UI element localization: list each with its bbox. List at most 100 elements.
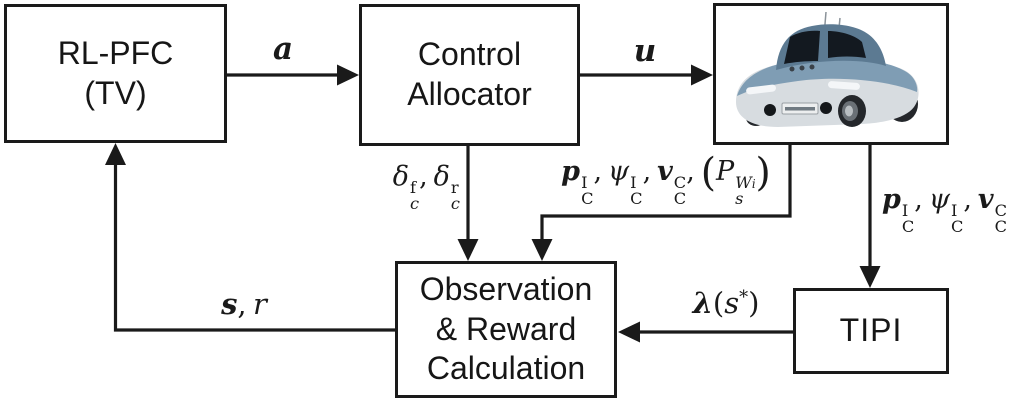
car-sensor-dot2 <box>799 65 805 71</box>
arrow-feedback-to-rlpfc-head <box>105 143 126 165</box>
rl-pfc-label-line2: (TV) <box>84 74 147 111</box>
v-base: v <box>657 156 673 187</box>
lambda-close-paren: ) <box>748 286 760 320</box>
delta-rear-sub: c <box>450 194 460 214</box>
tipi-label: TIPI <box>839 312 903 349</box>
lambda-open-paren: ( <box>712 286 725 320</box>
car-headlight-left <box>746 84 776 95</box>
observation-label-line1: Observation <box>419 270 593 307</box>
delta-front-sub: c <box>410 194 420 214</box>
arrow-tipi-to-observation <box>618 321 793 343</box>
p-sub: C <box>901 217 915 237</box>
signal-label-u: u <box>618 33 672 69</box>
p-sub: C <box>581 189 594 209</box>
signal-label-state-reward: s,r <box>205 287 283 321</box>
p-sup: I <box>901 200 909 220</box>
arrow-vehicle-to-observation-head <box>531 239 553 261</box>
block-observation-reward: Observation & Reward Calculation <box>395 261 617 398</box>
observation-label-line3: Calculation <box>426 350 586 387</box>
arrow-control-to-observation <box>457 146 479 261</box>
v-sup: C <box>994 200 1008 220</box>
arrow-u-head <box>691 64 713 86</box>
comma: , <box>419 161 428 192</box>
psi-sub: C <box>630 189 643 209</box>
v-base: v <box>977 184 994 215</box>
u-symbol: u <box>633 33 657 69</box>
slip-power-sup-sub: i <box>751 176 756 191</box>
close-paren: ) <box>755 150 771 196</box>
signal-label-lambda: λ(s*) <box>672 286 780 320</box>
car-headlight-right <box>827 81 860 90</box>
v-sup: C <box>673 172 687 192</box>
psi-sup: I <box>630 172 637 192</box>
v-sub: C <box>994 217 1008 237</box>
arrow-vehicle-to-observation <box>531 145 792 261</box>
delta-front-base: δ <box>392 161 410 192</box>
slip-power-sup: Wi <box>735 174 756 192</box>
car-side-window <box>828 31 866 58</box>
block-vehicle <box>713 3 949 145</box>
lambda-star: * <box>739 287 749 309</box>
car-sensor-dot1 <box>789 66 795 72</box>
observation-label-line2: & Reward <box>435 310 577 347</box>
slip-power-sub: s <box>735 189 744 209</box>
vehicle-image <box>736 11 919 127</box>
car-fog-light-left <box>764 104 776 116</box>
car-fog-light-right <box>820 102 832 114</box>
comma: , <box>593 156 603 187</box>
block-tipi: TIPI <box>793 288 949 374</box>
block-rl-pfc: RL-PFC (TV) <box>4 4 227 143</box>
car-front-wheel-hub-center <box>845 105 853 117</box>
arrow-vehicle-to-tipi-head <box>859 266 881 288</box>
car-sensor-dot3 <box>809 64 815 70</box>
arrow-a-head <box>337 64 359 86</box>
v-sub: C <box>673 189 687 209</box>
delta-rear-sup: r <box>450 177 459 197</box>
comma: , <box>237 287 247 321</box>
lambda-base: λ <box>692 286 713 320</box>
arrow-control-to-observation-head <box>457 239 479 261</box>
car-license-plate-text <box>785 107 815 111</box>
p-base: p <box>561 156 581 187</box>
delta-front-sup: f <box>410 177 417 197</box>
block-control-allocator: Control Allocator <box>359 4 580 146</box>
psi-sup: I <box>951 200 958 220</box>
lambda-arg: s <box>724 286 740 320</box>
psi-sub: C <box>951 217 964 237</box>
car-windshield <box>784 30 820 64</box>
arrow-vehicle-to-observation-line <box>540 145 792 240</box>
psi-base: ψ <box>928 184 950 215</box>
arrow-a <box>227 64 359 86</box>
psi-base: ψ <box>607 156 630 187</box>
arrow-feedback-to-rlpfc-line <box>113 165 395 332</box>
open-paren: ( <box>700 150 716 196</box>
r-symbol: r <box>253 287 267 321</box>
arrow-feedback-to-rlpfc <box>105 143 395 332</box>
comma: , <box>963 184 972 215</box>
a-symbol: a <box>272 31 294 67</box>
comma: , <box>686 156 695 187</box>
comma: , <box>914 184 923 215</box>
arrow-tipi-to-observation-head <box>618 321 640 343</box>
delta-rear-base: δ <box>433 161 450 192</box>
